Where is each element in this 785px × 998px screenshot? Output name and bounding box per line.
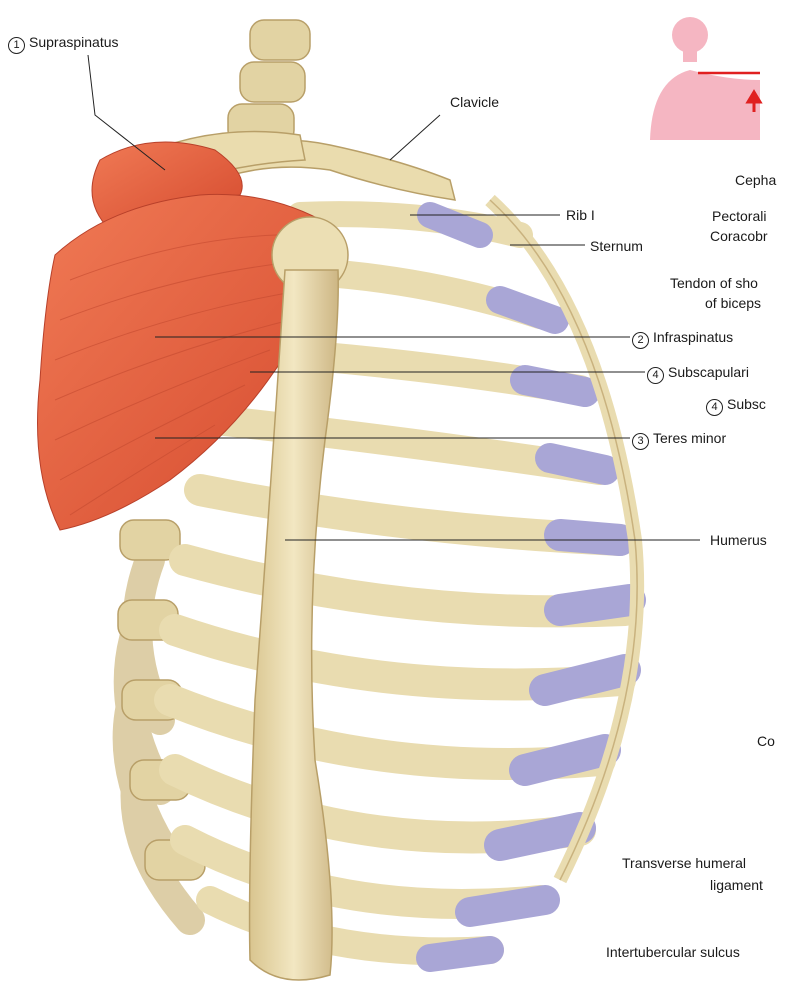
- label-cephalic: Cepha: [735, 172, 776, 188]
- label-pectoralis: Pectorali: [712, 208, 766, 224]
- label-clavicle: Clavicle: [450, 94, 499, 110]
- label-transverse-line1: Transverse humeral: [622, 855, 746, 871]
- label-intertubercular: Intertubercular sulcus: [606, 944, 740, 960]
- label-tendon-line2: of biceps: [705, 295, 761, 311]
- label-cor: Co: [757, 733, 775, 749]
- label-coracobrachialis: Coracobr: [710, 228, 768, 244]
- label-transverse-line2: ligament: [710, 877, 763, 893]
- label-humerus: Humerus: [710, 532, 767, 548]
- label-rib-1: Rib I: [566, 207, 595, 223]
- label-tendon-line1: Tendon of sho: [670, 275, 758, 291]
- label-sternum: Sternum: [590, 238, 643, 254]
- body-thumbnail: [650, 17, 760, 140]
